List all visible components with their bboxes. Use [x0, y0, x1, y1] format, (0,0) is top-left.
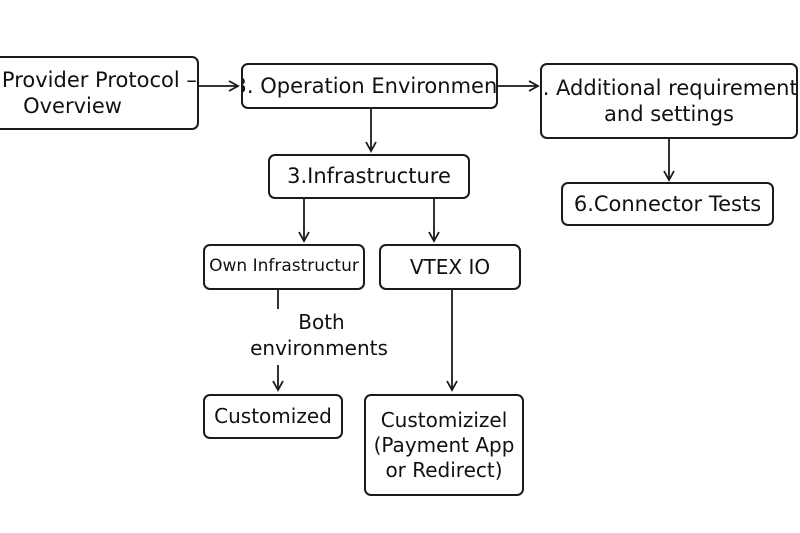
node-additional-requirements-line-2: and settings — [604, 102, 734, 126]
node-operation-environment: 3. Operation Environment — [241, 63, 498, 109]
node-connector-tests-line-1: 6.Connector Tests — [573, 191, 762, 216]
node-vtex-io: VTEX IO — [379, 244, 521, 290]
node-overview: : Provider Protocol – Overview — [0, 56, 199, 130]
node-additional-requirements: 5. Additional requirements and settings — [540, 63, 798, 139]
node-own-infrastructure: Own Infrastructur — [203, 244, 365, 290]
node-customized-left: Customized — [203, 394, 343, 439]
node-customized-right-line-2: (Payment App — [373, 432, 515, 457]
node-infrastructure-line-1: 3.Infrastructure — [287, 164, 451, 189]
node-vtex-io-line-1: VTEX IO — [409, 254, 491, 279]
edge-label-both-environments-line-1: Both — [298, 310, 345, 334]
node-connector-tests: 6.Connector Tests — [561, 182, 774, 226]
node-customized-right-line-1: Customizizel — [380, 407, 508, 432]
edge-label-both-environments-line-2: environments — [250, 336, 388, 360]
node-own-infrastructure-line-1: Own Infrastructur — [209, 256, 359, 277]
node-additional-requirements-line-1: 5. Additional requirements — [540, 75, 798, 100]
node-infrastructure: 3.Infrastructure — [268, 154, 470, 199]
node-operation-environment-line-1: 3. Operation Environment — [241, 73, 498, 98]
node-overview-line-2: Overview — [23, 94, 122, 118]
node-customized-right-line-3: or Redirect) — [385, 457, 503, 482]
node-overview-line-1: : Provider Protocol – — [0, 67, 197, 92]
node-customized-left-line-1: Customized — [214, 404, 332, 428]
edge-label-both-environments: Both environments — [244, 309, 404, 361]
node-customized-right: Customizizel (Payment App or Redirect) — [364, 394, 524, 496]
